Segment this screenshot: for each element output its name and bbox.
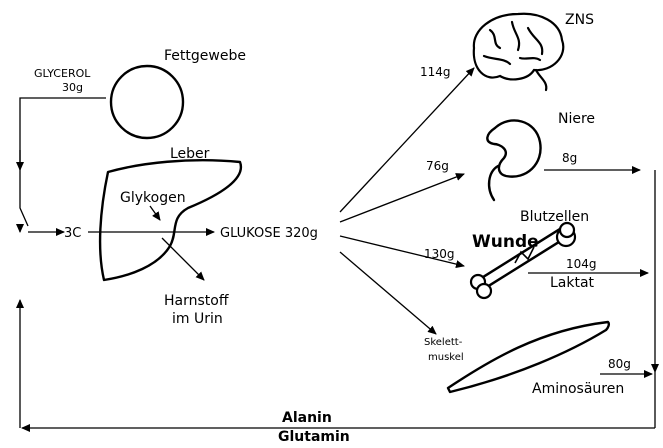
- kidney-icon: [487, 120, 540, 200]
- blood-cells-label: Blutzellen: [520, 209, 589, 225]
- kidney-label: Niere: [558, 111, 595, 127]
- wound-label: Wunde: [472, 232, 539, 252]
- flow-from-kidney: 8g: [562, 151, 577, 165]
- adipose-label: Fettgewebe: [164, 48, 246, 64]
- alanine-label: Alanin: [282, 410, 332, 426]
- liver-label: Leber: [170, 146, 210, 162]
- liver-icon: [100, 160, 241, 280]
- urea-label-line1: Harnstoff: [164, 293, 229, 309]
- lactate-amount: 104g: [566, 257, 597, 271]
- urea-label-line2: im Urin: [172, 311, 223, 327]
- flow-to-kidney: 76g: [426, 159, 449, 173]
- urea-arrow: [162, 238, 204, 280]
- left-collector-line: [20, 150, 28, 226]
- brain-icon: [474, 14, 563, 90]
- glycogen-pointer: [150, 206, 160, 220]
- glycogen-label: Glykogen: [120, 190, 186, 206]
- glycerol-amount: 30g: [62, 81, 83, 94]
- lactate-label: Laktat: [550, 275, 595, 291]
- glucose-to-brain-arrow: [340, 68, 474, 212]
- adipose-tissue-icon: [111, 66, 183, 138]
- glutamine-label: Glutamin: [278, 429, 350, 444]
- flow-to-wound: 130g: [424, 247, 455, 261]
- flow-to-brain: 114g: [420, 65, 451, 79]
- amino-amount: 80g: [608, 357, 631, 371]
- muscle-label-line1: Skelett-: [424, 337, 463, 348]
- glucose-label: GLUKOSE 320g: [220, 226, 318, 241]
- glycerol-label: GLYCEROL: [34, 67, 91, 80]
- glucose-to-muscle-arrow: [340, 252, 436, 334]
- glucose-to-kidney-arrow: [340, 174, 464, 222]
- three-c-label: 3C: [64, 226, 81, 241]
- brain-label: ZNS: [565, 12, 594, 28]
- muscle-label-line2: muskel: [428, 352, 464, 363]
- amino-acids-label: Aminosäuren: [532, 381, 624, 397]
- glycerol-flow: [20, 98, 106, 170]
